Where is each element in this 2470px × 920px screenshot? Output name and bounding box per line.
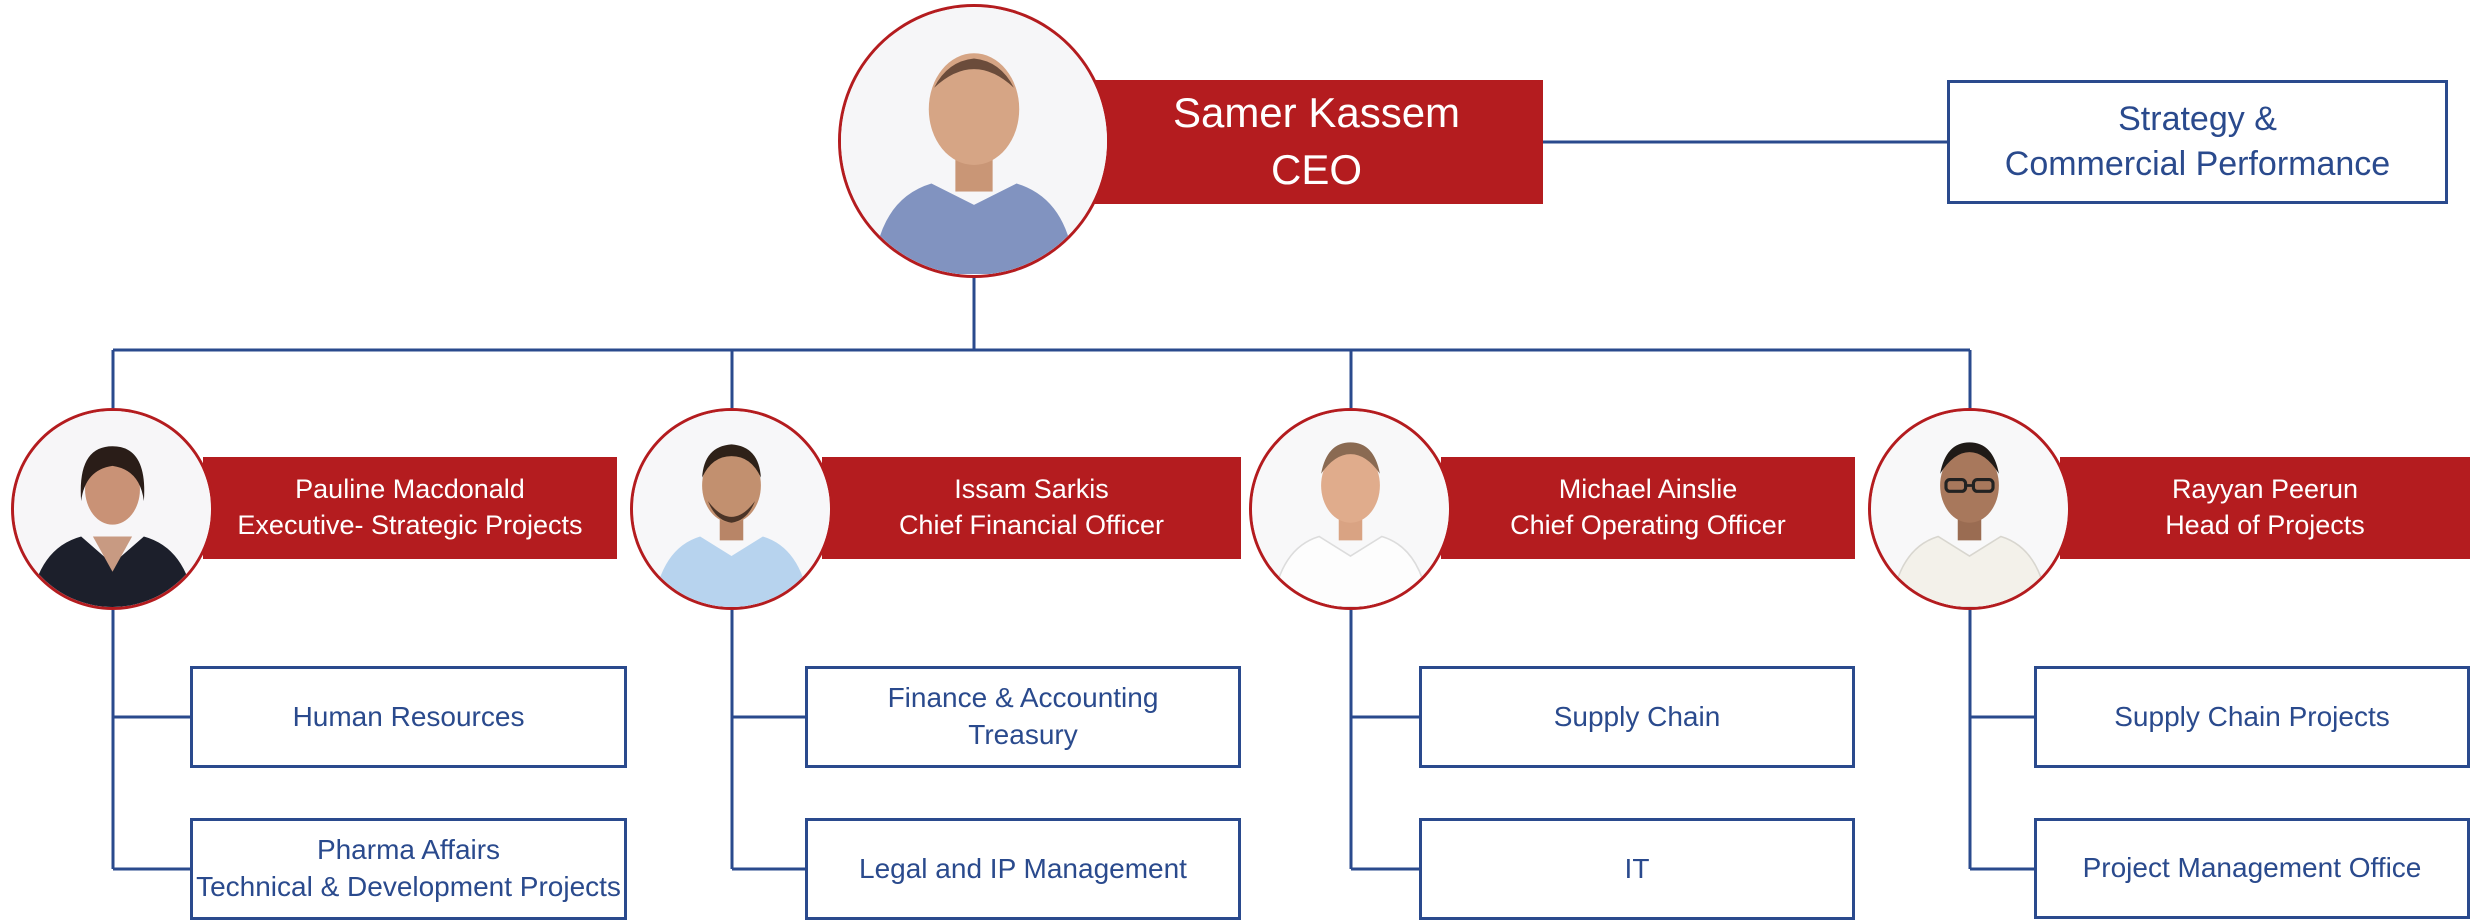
ceo-portrait-icon: [841, 8, 1107, 274]
exec-title: Chief Financial Officer: [898, 510, 1165, 540]
dept-line1: Supply Chain Projects: [2114, 700, 2390, 732]
ceo-photo: [838, 4, 1110, 278]
exec-name: Issam Sarkis: [954, 474, 1109, 505]
exec-banner: Michael Ainslie Chief Operating Officer: [1441, 457, 1855, 559]
dept-line2: Technical & Development Projects: [196, 871, 621, 902]
dept-box: IT: [1419, 818, 1855, 920]
exec-title: Head of Projects: [2165, 510, 2365, 540]
exec-photo: [1249, 408, 1452, 610]
dept-line1: Project Management Office: [2082, 852, 2422, 884]
exec-name: Pauline Macdonald: [295, 474, 525, 505]
dept-box: Supply Chain Projects: [2034, 666, 2470, 768]
exec-photo: [11, 408, 214, 610]
ceo-name: Samer Kassem: [1172, 89, 1461, 137]
person-portrait-icon: [14, 411, 211, 607]
ceo-banner: Samer Kassem CEO: [1090, 80, 1543, 204]
dept-line1: Finance & Accounting: [887, 682, 1159, 714]
dept-box: Human Resources: [190, 666, 627, 768]
person-portrait-icon: [1252, 411, 1449, 607]
dept-line1: Pharma Affairs: [316, 834, 501, 866]
exec-title: Chief Operating Officer: [1510, 510, 1786, 540]
exec-name: Rayyan Peerun: [2171, 474, 2359, 505]
dept-line1: IT: [1624, 852, 1650, 884]
exec-banner: Pauline Macdonald Executive- Strategic P…: [203, 457, 617, 559]
strategy-line1: Strategy &: [2118, 100, 2277, 139]
ceo-title: CEO: [1270, 146, 1362, 193]
exec-name: Michael Ainslie: [1558, 474, 1738, 505]
person-portrait-icon: [1871, 411, 2068, 607]
dept-line1: Legal and IP Management: [859, 852, 1187, 884]
dept-line1: Human Resources: [292, 700, 525, 732]
strategy-line2: Commercial Performance: [2004, 145, 2391, 183]
exec-photo: [630, 408, 833, 610]
dept-line1: Supply Chain: [1553, 700, 1721, 732]
exec-banner: Issam Sarkis Chief Financial Officer: [822, 457, 1241, 559]
dept-box: Finance & Accounting Treasury: [805, 666, 1241, 768]
dept-box: Supply Chain: [1419, 666, 1855, 768]
exec-photo: [1868, 408, 2071, 610]
dept-box: Project Management Office: [2034, 818, 2470, 919]
dept-box: Legal and IP Management: [805, 818, 1241, 920]
exec-banner: Rayyan Peerun Head of Projects: [2060, 457, 2470, 559]
exec-title: Executive- Strategic Projects: [237, 510, 583, 540]
person-portrait-icon: [633, 411, 830, 607]
dept-box: Pharma Affairs Technical & Development P…: [190, 818, 627, 920]
strategy-box: Strategy & Commercial Performance: [1947, 80, 2448, 204]
dept-line2: Treasury: [968, 719, 1078, 750]
